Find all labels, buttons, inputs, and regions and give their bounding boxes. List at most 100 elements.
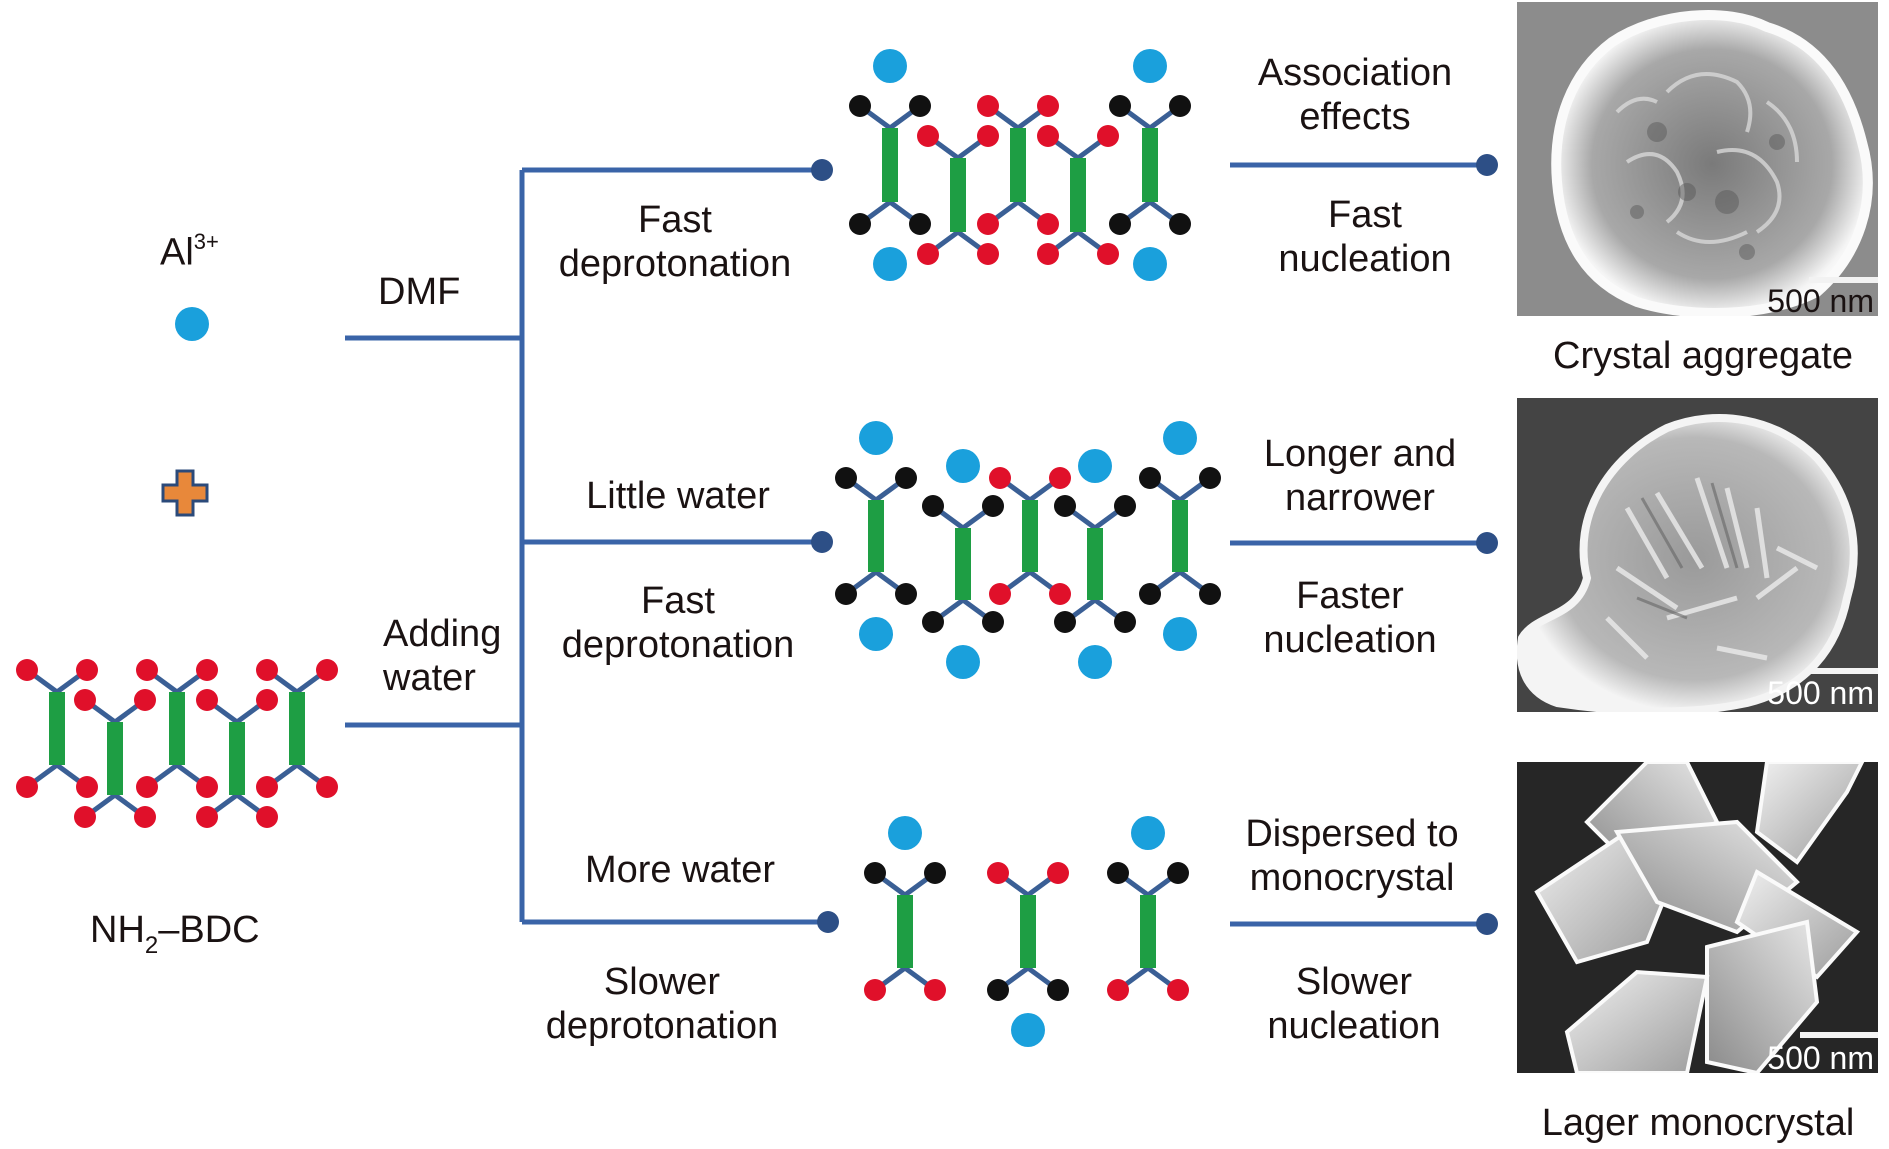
deprotonated-oxygen-atom xyxy=(835,467,857,489)
carboxyl-oxygen-atom xyxy=(864,979,886,1001)
result-3-above-label: Dispersed to monocrystal xyxy=(1212,812,1492,900)
carboxyl-oxygen-atom xyxy=(1097,125,1119,147)
carboxyl-oxygen-atom xyxy=(917,125,939,147)
deprotonated-oxygen-atom xyxy=(849,213,871,235)
caption-lager-monocrystal: Lager monocrystal xyxy=(1541,1102,1855,1144)
deprotonated-oxygen-atom xyxy=(864,862,886,884)
linker xyxy=(917,125,999,265)
deprotonation-text: deprotonation xyxy=(558,243,792,285)
carboxyl-oxygen-atom xyxy=(989,467,1011,489)
benzene-linker-bar xyxy=(950,158,966,232)
carboxyl-oxygen-atom xyxy=(16,659,38,681)
carboxyl-oxygen-atom xyxy=(196,806,218,828)
carboxyl-oxygen-atom xyxy=(1167,979,1189,1001)
monocrystal-plates xyxy=(1534,762,1865,1073)
deprotonated-oxygen-atom xyxy=(987,979,1009,1001)
carboxyl-oxygen-atom xyxy=(1047,862,1069,884)
benzene-linker-bar xyxy=(229,722,245,795)
result-2-above-label: Longer and narrower xyxy=(1220,432,1500,520)
deprotonated-oxygen-atom xyxy=(1054,495,1076,517)
carboxyl-oxygen-atom xyxy=(989,583,1011,605)
adding-water-label: Adding water xyxy=(383,612,501,700)
al-ion xyxy=(859,421,893,455)
carboxyl-oxygen-atom xyxy=(1097,243,1119,265)
result-3-below-label: Slower nucleation xyxy=(1214,960,1494,1048)
deprotonated-oxygen-atom xyxy=(1047,979,1069,1001)
deprotonated-oxygen-atom xyxy=(835,583,857,605)
linker xyxy=(16,659,98,798)
linker xyxy=(864,816,946,1001)
carboxyl-oxygen-atom xyxy=(924,979,946,1001)
al-ion xyxy=(946,645,980,679)
carboxyl-oxygen-atom xyxy=(256,689,278,711)
carboxyl-oxygen-atom xyxy=(977,243,999,265)
al-ion xyxy=(888,816,922,850)
linker xyxy=(1054,449,1136,679)
deprotonated-oxygen-atom xyxy=(1169,95,1191,117)
linker xyxy=(987,862,1069,1047)
deprotonated-oxygen-atom xyxy=(1139,467,1161,489)
deprotonation-text: deprotonation xyxy=(545,1005,779,1047)
benzene-linker-bar xyxy=(1172,500,1188,572)
deprotonated-oxygen-atom xyxy=(982,495,1004,517)
al-charge: 3+ xyxy=(193,229,219,254)
carboxyl-oxygen-atom xyxy=(977,95,999,117)
carboxyl-oxygen-atom xyxy=(1037,95,1059,117)
deprotonated-oxygen-atom xyxy=(922,495,944,517)
connector-lines xyxy=(345,153,1499,936)
carboxyl-oxygen-atom xyxy=(316,659,338,681)
little-water-text: Little water xyxy=(586,475,770,517)
al-ion xyxy=(1133,247,1167,281)
sem-image-monocrystal: 500 nm xyxy=(1517,762,1878,1073)
carboxyl-oxygen-atom xyxy=(196,689,218,711)
deprotonated-oxygen-atom xyxy=(1167,862,1189,884)
benzene-linker-bar xyxy=(1087,528,1103,600)
nucleation-text: nucleation xyxy=(1263,619,1437,661)
linker xyxy=(977,95,1059,235)
monocrystal-text: monocrystal xyxy=(1249,857,1455,899)
result-1-below-label: Fast nucleation xyxy=(1225,193,1505,281)
carboxyl-oxygen-atom xyxy=(196,776,218,798)
benzene-linker-bar xyxy=(1010,128,1026,202)
carboxyl-oxygen-atom xyxy=(987,862,1009,884)
pathway-3-below-label: Slower deprotonation xyxy=(522,960,802,1048)
adding-text: Adding xyxy=(383,613,502,655)
plus-icon xyxy=(161,469,209,517)
benzene-linker-bar xyxy=(1070,158,1086,232)
carboxyl-oxygen-atom xyxy=(76,776,98,798)
linker xyxy=(849,49,931,281)
carboxyl-oxygen-atom xyxy=(196,659,218,681)
benzene-linker-bar xyxy=(169,692,185,765)
deprotonated-oxygen-atom xyxy=(849,95,871,117)
al-ion-icon xyxy=(175,307,209,341)
deprotonated-oxygen-atom xyxy=(1139,583,1161,605)
carboxyl-oxygen-atom xyxy=(1037,125,1059,147)
linker xyxy=(1037,125,1119,265)
carboxyl-oxygen-atom xyxy=(917,243,939,265)
carboxyl-oxygen-atom xyxy=(1037,213,1059,235)
carboxyl-oxygen-atom xyxy=(136,659,158,681)
pathway-2-above-label: Little water xyxy=(538,474,818,518)
benzene-linker-bar xyxy=(897,895,913,968)
deprotonated-oxygen-atom xyxy=(909,95,931,117)
caption-crystal-aggregate: Crystal aggregate xyxy=(1553,335,1853,377)
result-2-below-label: Faster nucleation xyxy=(1210,574,1490,662)
carboxyl-oxygen-atom xyxy=(977,213,999,235)
deprotonated-oxygen-atom xyxy=(1109,95,1131,117)
al-ion xyxy=(1131,816,1165,850)
dmf-complex-molecule xyxy=(849,49,1191,281)
carboxyl-oxygen-atom xyxy=(1049,583,1071,605)
deprotonated-oxygen-atom xyxy=(1199,467,1221,489)
linker xyxy=(1107,816,1189,1001)
carboxyl-oxygen-atom xyxy=(76,659,98,681)
al-symbol: Al xyxy=(160,231,194,274)
longer-and-text: Longer and xyxy=(1263,433,1457,475)
little-water-complex-molecule xyxy=(835,421,1221,679)
fast-text: Fast xyxy=(1328,194,1402,236)
benzene-linker-bar xyxy=(1020,895,1036,968)
dmf-label: DMF xyxy=(378,270,460,314)
al-ion xyxy=(1078,449,1112,483)
linker xyxy=(136,659,218,798)
scale-label: 500 nm xyxy=(1767,675,1874,711)
deprotonated-oxygen-atom xyxy=(982,611,1004,633)
